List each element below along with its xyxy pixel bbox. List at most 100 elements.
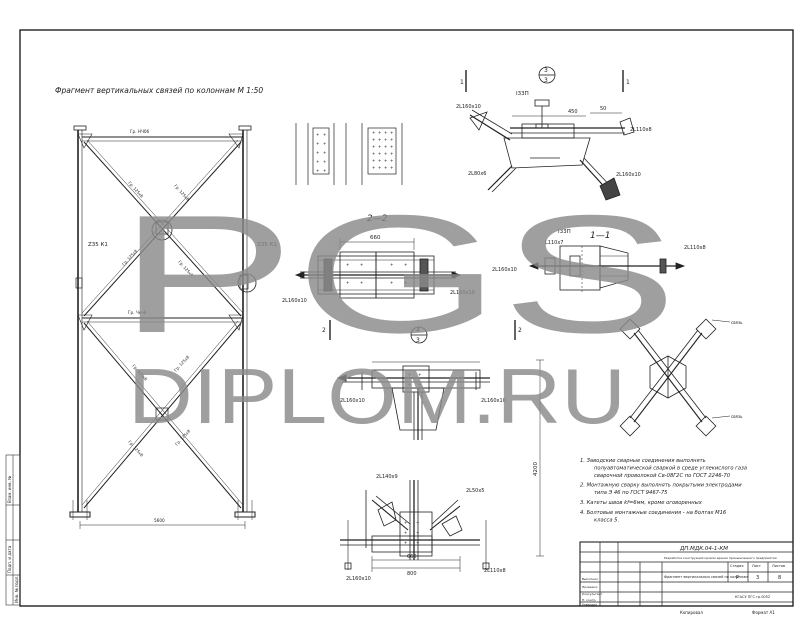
bolt-mark: + [360,280,363,285]
bolt-mark: + [372,151,375,156]
node-3-num: 3 [544,67,548,74]
node-5-detail [340,359,544,572]
bolt-mark: + [378,151,381,156]
section-2-2-angle-left: 2L160х10 [282,298,307,304]
stamp-orig: Инв. № подл. [14,575,19,603]
section-2-2-title: 2—2 [367,214,388,224]
node-5-angle-top: 2L140х9 [376,474,398,480]
lower-brace-2 [83,322,242,509]
node-3-profile: I33П [516,91,529,97]
section-1-1-angle-right: 2L110х8 [684,245,706,251]
bolt-mark: + [316,159,319,164]
section-2-2 [294,238,462,299]
bolt-mark: + [384,165,387,170]
bolt-mark: + [378,165,381,170]
bolt-mark: + [378,144,381,149]
note-line: 4. Болтовые монтажные соединения - на бо… [580,510,727,516]
note-line: 3. Катеты швов kf=6мм, кроме оговоренных [580,500,703,506]
node-3-detail [465,66,635,201]
title-role-1: Выполнил [582,577,598,581]
cross-label-b: связь [731,414,743,419]
node-5-dim-660: 660 [407,554,417,560]
title-role-2: Проверил [582,585,597,589]
plate-bolt-holes: ++++++++++++++++++++++++++++++++++ [316,130,393,173]
section-2-2-angle-right: 2L160х10 [450,290,475,296]
bolt-mark: + [384,137,387,142]
node-3-angle-left: 2L160х10 [456,104,481,110]
bolt-mark: + [372,130,375,135]
bolt-mark: + [372,165,375,170]
bolt-mark: + [316,150,319,155]
title-role-3: Консультант [582,592,603,596]
stamp-sign: Подп. и дата [7,545,12,573]
node-5-angle-br: 2L110х8 [484,568,506,574]
note-line: типа Э 46 по ГОСТ 9467-75 [594,490,668,496]
title-stage: Р [736,575,739,581]
bolt-mark: + [316,168,319,173]
bolt-mark: + [384,130,387,135]
note-line: 2. Монтажную сварку выполнять покрытыми … [580,483,742,489]
title-stage-h: Стадия [730,564,743,568]
section-2-2-dim: 660 [370,235,381,241]
bolt-mark: + [390,151,393,156]
bolt-mark: + [378,158,381,163]
node-5-bolts: ++++++ [404,520,419,545]
section-1-1-angle-top: L110х7 [545,240,563,246]
node-3-angle-bl: 2L80х6 [468,171,486,177]
bolt-mark: + [416,540,419,545]
title-sheet: 3 [756,575,759,581]
watermark-diplom: DIPLOM.RU [128,352,626,440]
watermark-pgs: PGS [118,180,678,368]
bolt-mark: + [390,165,393,170]
note-line: сварочной проволокой Св-08Г2С по ГОСТ 22… [594,473,731,479]
cut-2-left: 2 [322,327,326,334]
title-sheets: 8 [778,575,781,581]
stamp-inv: Взам. инв. № [7,476,12,503]
bolt-mark: + [418,372,421,377]
notes-block: 1. Заводские сварные соединения выполнят… [580,458,747,523]
bottom-copy: Копировал [680,610,703,615]
title-role-5: Утвердил [582,603,597,607]
node-5-angle-bl: 2L160х10 [346,576,371,582]
section-1-1-profile: I33П [558,229,571,235]
plate-plan-views [295,123,403,185]
bolt-mark: + [346,280,349,285]
node-3-dim-450: 450 [568,109,578,115]
bolt-mark: + [384,151,387,156]
node-3-sec-right: 1 [626,79,630,86]
title-sheets-h: Листов [772,564,785,568]
node-5-dim-800: 800 [407,571,417,577]
bolt-mark: + [346,262,349,267]
node-4-den: 3 [416,337,420,344]
node-4-bolts: ++++ [408,372,421,387]
bolt-mark: + [316,132,319,137]
bolt-mark: + [384,144,387,149]
title-role-4: Н. контр. [582,598,596,602]
node-4-angle-left: 2L160х10 [340,398,365,404]
node-4-detail [336,361,490,440]
note-line: 1. Заводские сварные соединения выполнят… [580,458,706,464]
bolt-mark: + [404,540,407,545]
bolt-mark: + [390,280,393,285]
bolt-mark: + [360,262,363,267]
bolt-mark: + [408,382,411,387]
bolt-mark: + [323,150,326,155]
label-left-column: Z35 К1 [88,242,108,248]
upper-brace-2 [83,141,242,317]
section-1-1-title: 1—1 [590,231,610,241]
note-line: полуавтоматической сваркой в среде углек… [594,465,747,471]
bolt-mark: + [390,144,393,149]
section-1-1 [528,245,686,292]
cross-label-a: связь [731,320,743,325]
bolt-mark: + [404,280,407,285]
bolt-mark: + [390,262,393,267]
bolt-mark: + [416,530,419,535]
section-1-1-angle-left: 2L160х10 [492,267,517,273]
bolt-mark: + [390,137,393,142]
bolt-mark: + [390,130,393,135]
bottom-format: Формат А1 [752,610,775,615]
title-code: ДП.МДК.04-1-КМ [679,546,728,552]
section-cut-marks [329,320,516,344]
